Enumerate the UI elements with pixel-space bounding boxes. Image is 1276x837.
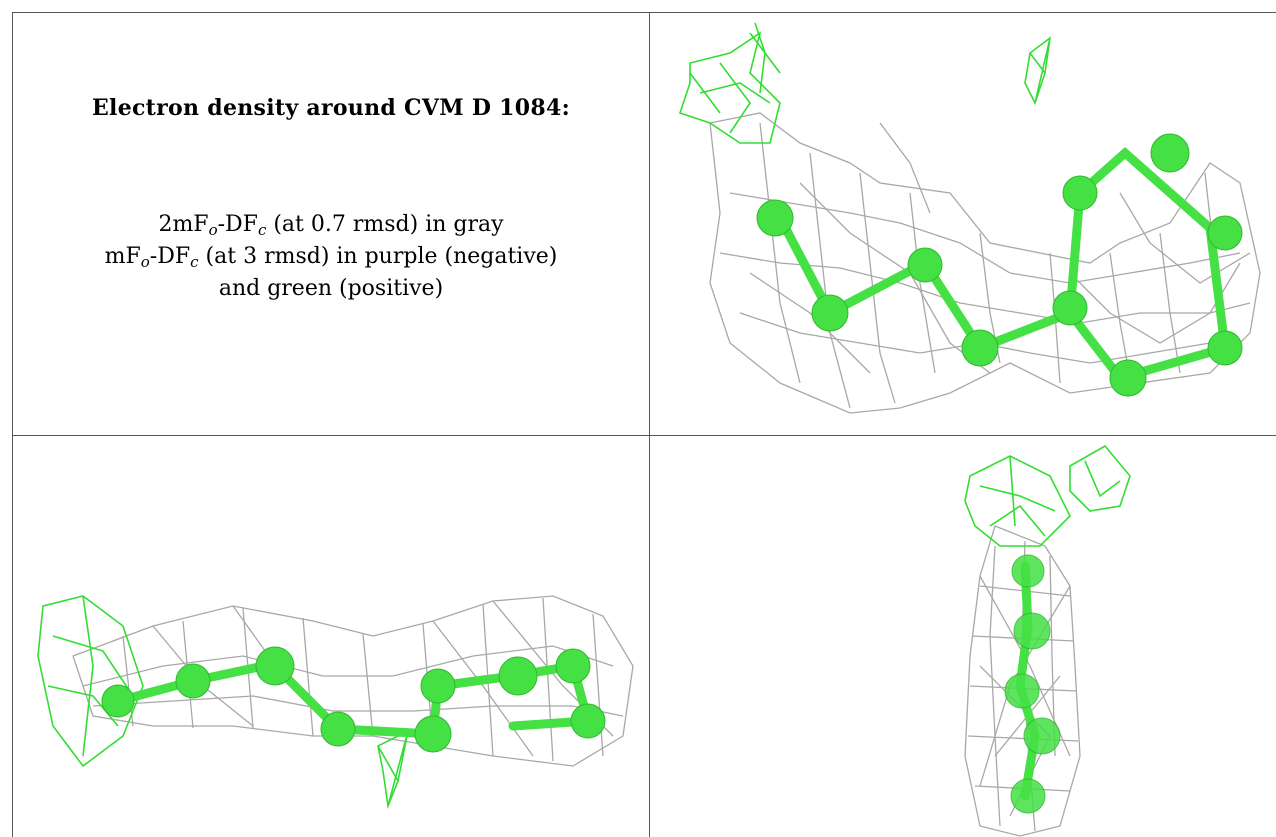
ligand-bonds [113, 659, 594, 739]
atom [320, 711, 356, 747]
atom [961, 329, 999, 367]
density-mesh-positive [678, 22, 1052, 144]
legend-line-fofc: mFo-DFc (at 3 rmsd) in purple (negative) [13, 241, 649, 273]
atom [1013, 612, 1051, 650]
atom [756, 199, 794, 237]
legend-2fofc-prefix: 2mF [158, 212, 209, 237]
legend-line-2fofc: 2mFo-DFc (at 0.7 rmsd) in gray [13, 209, 649, 241]
density-mesh-positive [964, 444, 1131, 547]
density-view-bottom-right [650, 436, 1276, 837]
atom [1010, 778, 1046, 814]
atom [414, 715, 452, 753]
atom [1052, 290, 1088, 326]
table-border-middle-vertical [649, 12, 650, 837]
density-render-2 [37, 595, 634, 810]
legend-fofc-mid: -DF [149, 244, 191, 269]
atom [1109, 359, 1147, 397]
ligand-atoms [101, 646, 606, 753]
table-border-top [12, 12, 1276, 13]
density-render-3 [964, 444, 1131, 837]
atom [255, 646, 295, 686]
atom [1207, 215, 1243, 251]
figure-title: Electron density around CVM D 1084: [91, 95, 571, 121]
ligand-atoms [756, 133, 1243, 397]
atom [1004, 673, 1040, 709]
density-view-top-right [650, 13, 1276, 435]
density-render-1 [678, 22, 1261, 414]
ligand-bonds [770, 146, 1230, 384]
atom [1062, 175, 1098, 211]
legend-fofc-sub-c: c [190, 253, 199, 271]
figure-legend: 2mFo-DFc (at 0.7 rmsd) in gray mFo-DFc (… [13, 209, 649, 305]
atom [101, 684, 135, 718]
atom [907, 247, 943, 283]
legend-fofc-sub-o: o [140, 253, 150, 271]
ligand-atoms [1004, 554, 1061, 814]
density-view-bottom-left [13, 436, 649, 837]
ligand-model [756, 133, 1243, 397]
atom [175, 663, 211, 699]
legend-fofc-prefix: mF [104, 244, 141, 269]
table-border-left [12, 12, 13, 837]
density-mesh-positive [37, 595, 410, 810]
ligand-model [101, 646, 606, 753]
atom [570, 703, 606, 739]
density-mesh-gray [72, 595, 634, 767]
legend-2fofc-sub-o: o [208, 221, 218, 239]
legend-2fofc-suffix: (at 0.7 rmsd) in gray [266, 212, 504, 237]
legend-2fofc-mid: -DF [217, 212, 258, 237]
legend-fofc-suffix: (at 3 rmsd) in purple (negative) [198, 244, 558, 269]
figure-table: Electron density around CVM D 1084: 2mFo… [12, 12, 1276, 837]
legend-line-positive: and green (positive) [218, 276, 444, 301]
caption-cell: Electron density around CVM D 1084: 2mFo… [13, 13, 649, 435]
atom [498, 656, 538, 696]
ligand-model [1004, 554, 1061, 814]
atom [420, 668, 456, 704]
atom [1207, 330, 1243, 366]
atom [1023, 717, 1061, 755]
atom [555, 648, 591, 684]
legend-2fofc-sub-c: c [257, 221, 267, 239]
atom [1011, 554, 1045, 588]
table-border-middle-horizontal [12, 435, 1276, 436]
atom [811, 294, 849, 332]
atom [1150, 133, 1190, 173]
